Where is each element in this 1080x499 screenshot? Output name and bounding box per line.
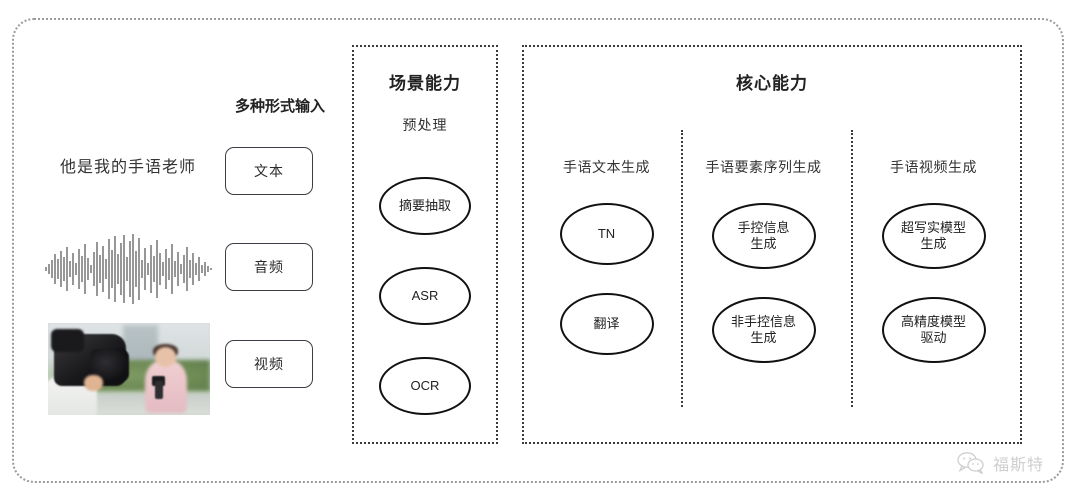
audio-waveform-icon	[44, 233, 214, 305]
core-capability-panel: 核心能力 手语文本生成 TN 翻译 手语要素序列生成 手控信息生成 非手控信息生…	[522, 45, 1022, 444]
core-column-sign-video-generation: 手语视频生成 超写实模型生成 高精度模型驱动	[855, 157, 1012, 391]
scene-node[interactable]: 摘要抽取	[379, 177, 471, 235]
scene-panel-title: 场景能力	[389, 74, 461, 93]
core-node[interactable]: 超写实模型生成	[881, 203, 986, 269]
input-section: 多种形式输入 他是我的手语老师	[30, 95, 330, 425]
video-sample-photo	[48, 323, 210, 415]
input-button-text[interactable]: 文本	[225, 147, 313, 195]
watermark-text: 福斯特	[992, 457, 1044, 474]
input-button-video[interactable]: 视频	[225, 340, 313, 388]
core-node[interactable]: 高精度模型驱动	[881, 297, 986, 363]
column-divider	[681, 130, 683, 407]
column-divider	[851, 130, 853, 407]
scene-node[interactable]: OCR	[379, 357, 471, 415]
core-node[interactable]: TN	[559, 203, 654, 265]
watermark: 福斯特	[956, 451, 1044, 475]
scene-panel-subtitle: 预处理	[402, 117, 448, 133]
scene-capability-panel: 场景能力 预处理 摘要抽取 ASR OCR	[352, 45, 498, 444]
input-section-heading: 多种形式输入	[234, 98, 325, 115]
core-column-sign-element-sequence-generation: 手语要素序列生成 手控信息生成 非手控信息生成	[685, 157, 842, 391]
core-node[interactable]: 翻译	[559, 293, 654, 355]
input-button-audio[interactable]: 音频	[225, 243, 313, 291]
core-column-sign-text-generation: 手语文本生成 TN 翻译	[528, 157, 685, 383]
core-column-header: 手语视频生成	[890, 159, 977, 175]
core-panel-title: 核心能力	[736, 74, 808, 93]
core-column-header: 手语要素序列生成	[705, 159, 822, 175]
sample-text-line: 他是我的手语老师	[59, 159, 196, 176]
core-column-header: 手语文本生成	[563, 159, 650, 175]
scene-node[interactable]: ASR	[379, 267, 471, 325]
wechat-logo-icon	[956, 451, 986, 475]
outer-frame	[12, 18, 1064, 483]
core-node[interactable]: 非手控信息生成	[711, 297, 816, 363]
core-node[interactable]: 手控信息生成	[711, 203, 816, 269]
scene-node-group: 摘要抽取 ASR OCR	[354, 177, 496, 447]
